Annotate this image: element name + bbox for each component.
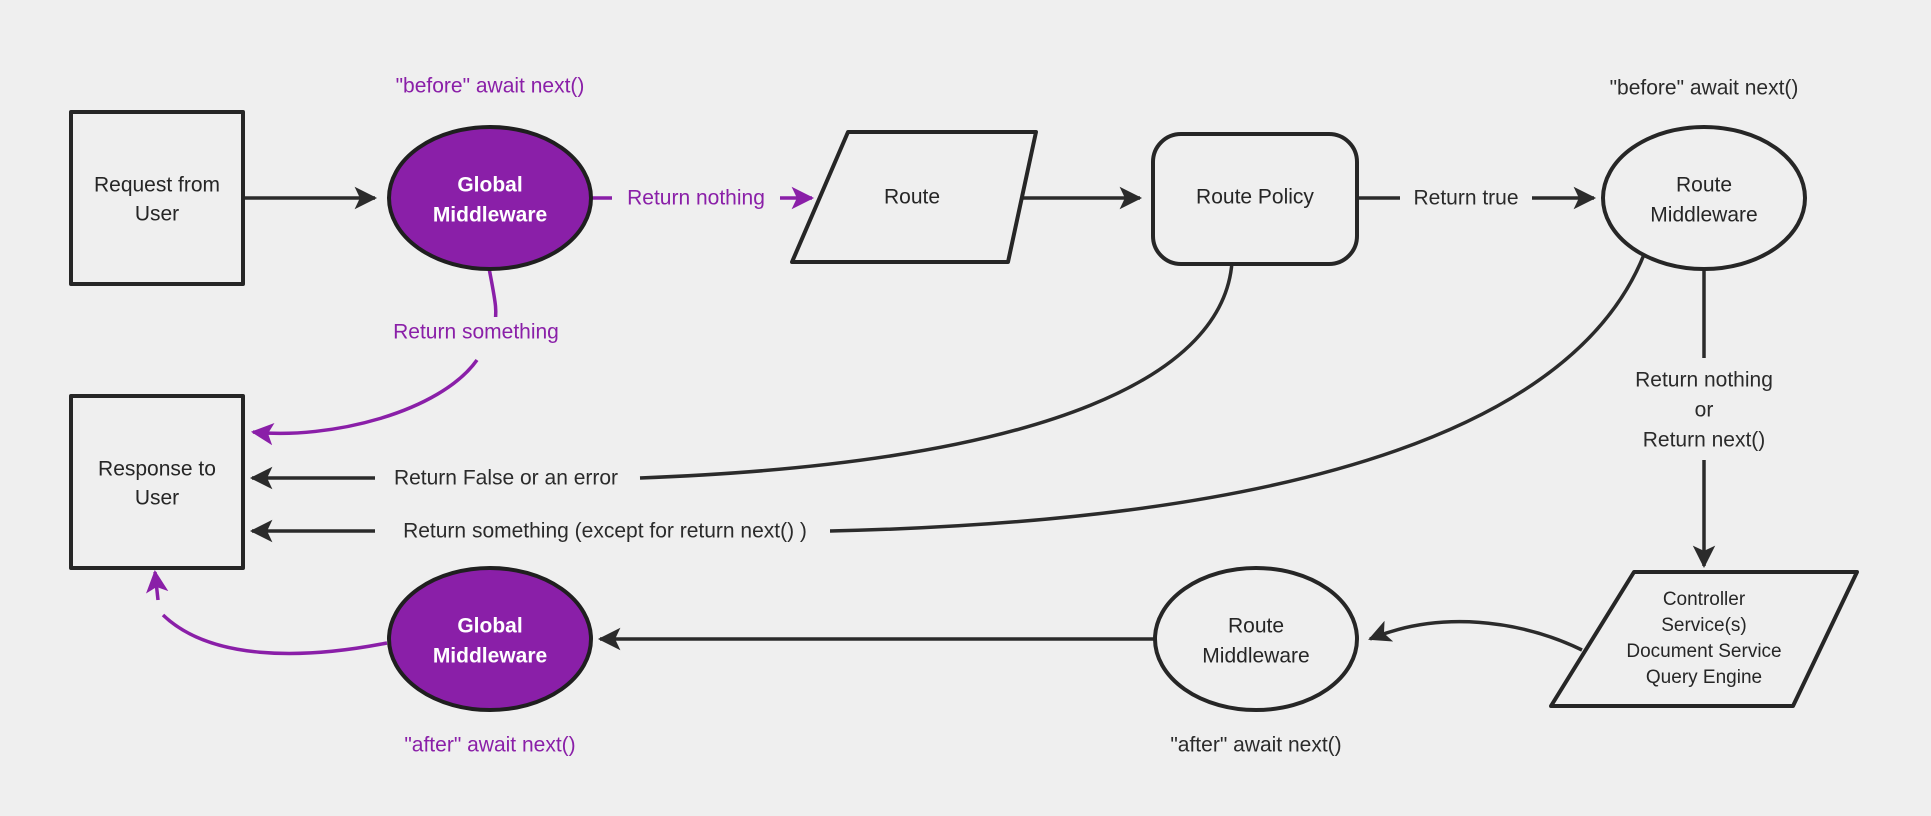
response-to-user-label-line2: User: [135, 487, 179, 510]
return-true-text: Return true: [1413, 187, 1518, 210]
route-middleware-bottom-label-line2: Middleware: [1202, 645, 1309, 668]
route-middleware-top-label-line1: Route: [1676, 174, 1732, 197]
return-false-or-error-text: Return False or an error: [394, 467, 618, 490]
node-route-policy[interactable]: Route Policy: [1151, 132, 1359, 266]
edge-controller-to-route-middleware-bottom: [1368, 619, 1583, 652]
global-middleware-top-label-line2: Middleware: [433, 204, 547, 227]
label-return-something-except-next: Return something (except for return next…: [380, 516, 830, 546]
label-return-nothing: Return nothing: [612, 183, 780, 213]
annotation-before-await-next-route: "before" await next(): [1610, 77, 1799, 100]
route-middleware-bottom-label-line1: Route: [1228, 615, 1284, 638]
return-nothing-or-next-line3: Return next(): [1643, 429, 1766, 452]
label-return-nothing-or-next: Return nothing or Return next(): [1618, 363, 1792, 457]
node-response-to-user[interactable]: Response to User: [69, 394, 245, 570]
node-global-middleware-top[interactable]: Global Middleware: [387, 125, 593, 271]
annotation-before-await-next-global: "before" await next(): [396, 75, 585, 98]
node-route-middleware-bottom[interactable]: Route Middleware: [1153, 566, 1359, 712]
return-something-text: Return something: [393, 321, 559, 344]
edge-global-middleware-return-something: [250, 267, 498, 446]
response-to-user-label-line1: Response to: [98, 458, 216, 481]
label-return-false-or-error: Return False or an error: [380, 463, 632, 493]
annotation-after-await-next-global: "after" await next(): [404, 734, 575, 757]
route-policy-label: Route Policy: [1196, 186, 1314, 209]
controller-services-label-line4: Query Engine: [1646, 667, 1762, 688]
node-global-middleware-bottom[interactable]: Global Middleware: [387, 566, 593, 712]
node-request-from-user[interactable]: Request from User: [69, 110, 245, 286]
return-nothing-or-next-line2: or: [1695, 399, 1714, 422]
label-return-true: Return true: [1400, 183, 1532, 213]
global-middleware-bottom-label-line2: Middleware: [433, 645, 547, 668]
return-something-except-next-text: Return something (except for return next…: [403, 520, 807, 543]
request-from-user-label-line2: User: [135, 203, 179, 226]
return-nothing-or-next-line1: Return nothing: [1635, 369, 1773, 392]
return-nothing-text: Return nothing: [627, 187, 765, 210]
route-middleware-top-label-line2: Middleware: [1650, 204, 1757, 227]
node-route-middleware-top[interactable]: Route Middleware: [1601, 125, 1807, 271]
node-controller-services[interactable]: Controller Service(s) Document Service Q…: [1549, 570, 1859, 708]
request-from-user-label-line1: Request from: [94, 174, 220, 197]
controller-services-label-line1: Controller: [1663, 589, 1746, 610]
edge-global-middleware-bottom-to-response: [146, 569, 388, 656]
global-middleware-top-label-line1: Global: [457, 174, 522, 197]
annotation-after-await-next-route: "after" await next(): [1170, 734, 1341, 757]
label-return-something: Return something: [380, 317, 566, 347]
edge-route-policy-return-false: [249, 261, 1234, 490]
node-route[interactable]: Route: [790, 130, 1038, 264]
controller-services-label-line2: Service(s): [1661, 615, 1747, 636]
route-label: Route: [884, 186, 940, 209]
edge-route-middleware-return-something: [249, 251, 1647, 543]
global-middleware-bottom-label-line1: Global: [457, 615, 522, 638]
controller-services-label-line3: Document Service: [1626, 641, 1781, 662]
